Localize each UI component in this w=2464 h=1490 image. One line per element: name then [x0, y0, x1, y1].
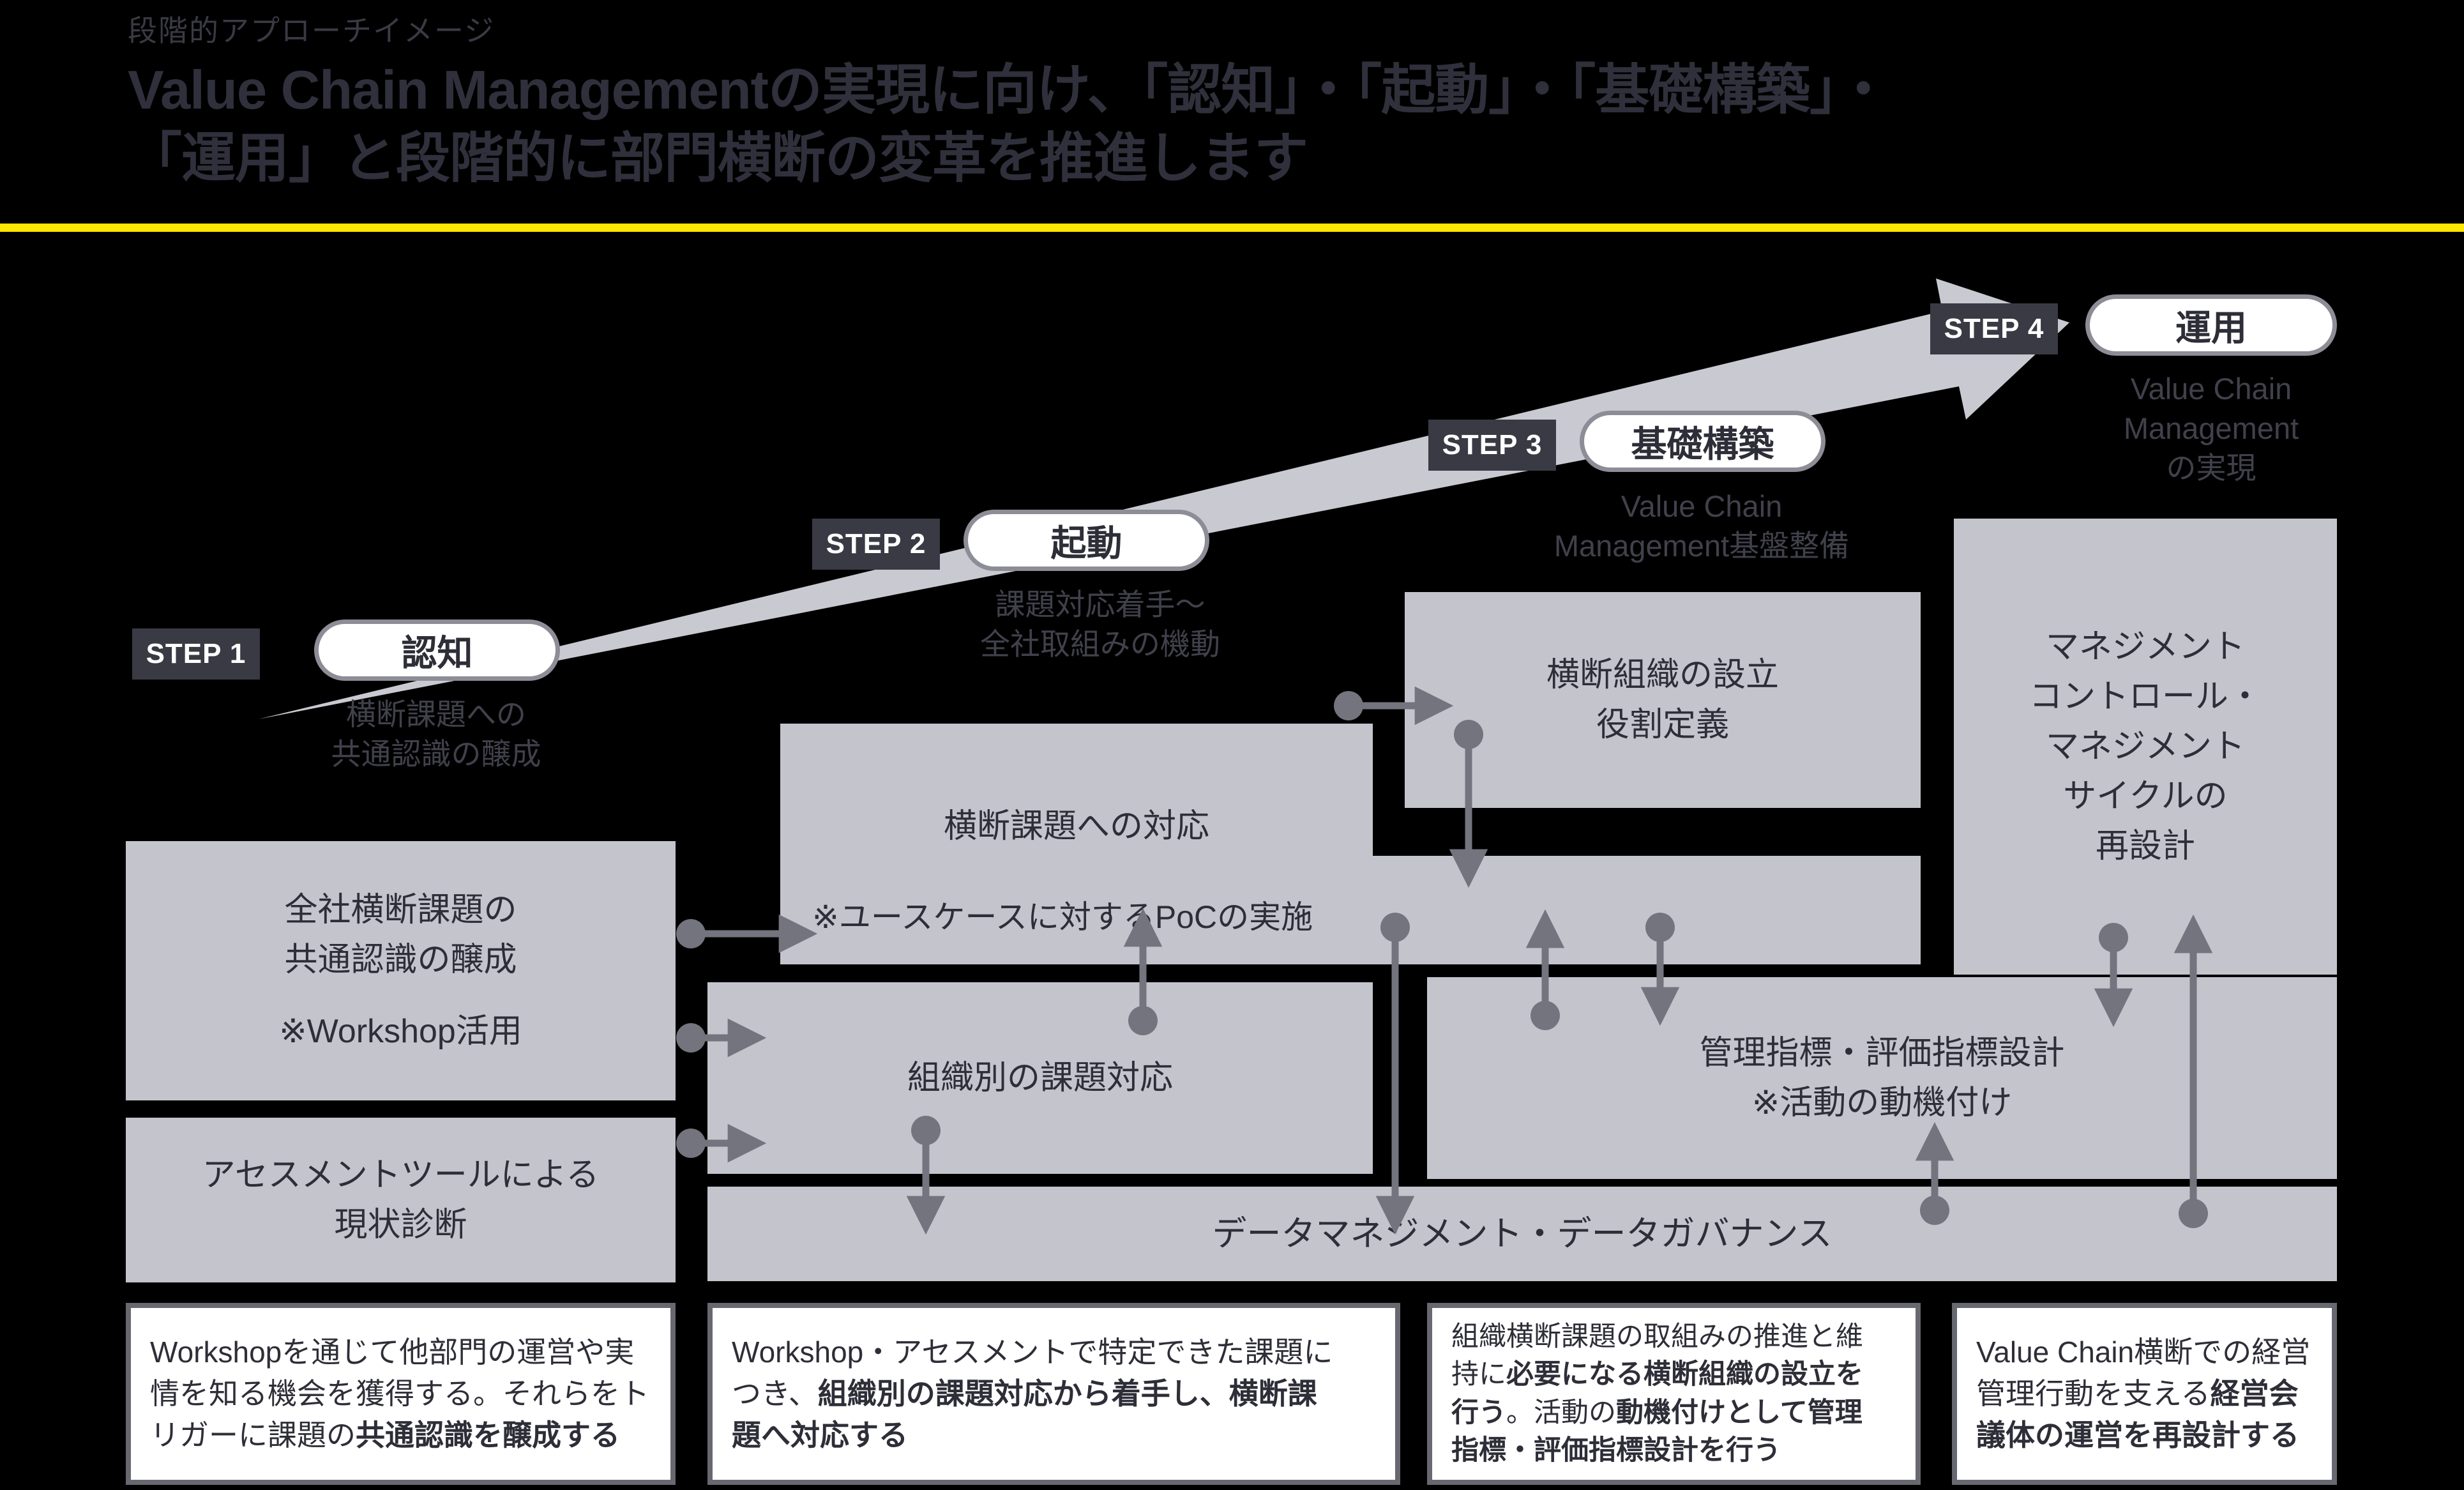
step2-caption: 課題対応着手～ 全社取組みの機動: [980, 588, 1220, 662]
footnote-step2-text: Workshop・アセスメントで特定できた課題に つき、: [732, 1335, 1333, 1410]
step4-caption: Value Chain Management の実現: [2123, 372, 2299, 485]
footnote-step3-text2: 。活動の: [1506, 1397, 1616, 1428]
box-company-wide-awareness-title: 全社横断課題の 共通認識の醸成: [284, 892, 517, 978]
box-cross-org-setup-title: 横断組織の設立 役割定義: [1546, 657, 1779, 743]
box-management-cycle: マネジメント コントロール・ マネジメント サイクルの 再設計: [1954, 519, 2337, 975]
box-data-governance-title: データマネジメント・データガバナンス: [1212, 1214, 1833, 1253]
footnote-step4-text: Value Chain横断での経営 管理行動を支える: [1976, 1335, 2311, 1410]
accent-divider: [0, 224, 2464, 232]
box-cross-issue-note: ※ユースケースに対するPoCの実施: [812, 899, 1313, 935]
step1-label: STEP 1: [132, 628, 260, 680]
footnote-step4: Value Chain横断での経営 管理行動を支える経営会 議体の運営を再設計す…: [1952, 1303, 2337, 1485]
box-cross-issue-title: 横断課題への対応: [943, 808, 1209, 845]
step2-pill: 起動: [964, 510, 1209, 571]
box-org-specific-issues-title: 組織別の課題対応: [907, 1060, 1173, 1097]
box-kpi-design-title: 管理指標・評価指標設計 ※活動の動機付け: [1699, 1035, 2065, 1121]
footnote-step3-bold1: 必要になる横断組織の設立を 行う: [1451, 1359, 1863, 1428]
box-assessment-tool-title: アセスメントツールによる 現状診断: [202, 1157, 600, 1243]
step3-pill: 基礎構築: [1580, 411, 1825, 472]
box-kpi-design: 管理指標・評価指標設計 ※活動の動機付け: [1427, 977, 2337, 1179]
box-cross-org-setup: 横断組織の設立 役割定義: [1405, 592, 1921, 808]
slide-eyebrow: 段階的アプローチイメージ: [128, 14, 495, 47]
slide-title: Value Chain Managementの実現に向け、「認知」・「起動」・「…: [128, 60, 1891, 190]
step4-pill: 運用: [2085, 294, 2337, 356]
footnote-step1-text: Workshopを通じて他部門の運営や実 情を知る機会を獲得する。それらをト リ…: [150, 1335, 649, 1452]
box-assessment-tool: アセスメントツールによる 現状診断: [126, 1118, 676, 1282]
box-company-wide-awareness-note: ※Workshop活用: [279, 1013, 522, 1050]
step2-label: STEP 2: [812, 519, 940, 570]
step1-pill: 認知: [314, 620, 560, 681]
footnote-step3-bold2: 動機付けとして管理 指標・評価指標設計を行う: [1451, 1397, 1863, 1466]
step3-caption: Value Chain Management基盤整備: [1553, 489, 1850, 563]
step1-caption: 横断課題への 共通認識の醸成: [331, 697, 541, 772]
box-cross-issue-extension: [780, 856, 1921, 964]
footnote-step2: Workshop・アセスメントで特定できた課題に つき、組織別の課題対応から着手…: [707, 1303, 1400, 1485]
step4-label: STEP 4: [1930, 303, 2058, 354]
footnote-step1-bold: 共通認識を醸成する: [356, 1418, 620, 1452]
box-org-specific-issues: 組織別の課題対応: [707, 982, 1373, 1174]
box-company-wide-awareness: 全社横断課題の 共通認識の醸成 ※Workshop活用: [126, 841, 676, 1100]
footnote-step4-bold: 経営会 議体の運営を再設計する: [1976, 1376, 2299, 1452]
box-management-cycle-title: マネジメント コントロール・ マネジメント サイクルの 再設計: [2029, 628, 2262, 865]
footnote-step1: Workshopを通じて他部門の運営や実 情を知る機会を獲得する。それらをト リ…: [126, 1303, 676, 1485]
step3-label: STEP 3: [1428, 420, 1556, 471]
footnote-step3-text1: 組織横断課題の取組みの推進と維 持に: [1451, 1321, 1863, 1390]
footnote-step2-bold: 組織別の課題対応から着手し、横断課 題へ対応する: [732, 1376, 1317, 1452]
box-data-governance: データマネジメント・データガバナンス: [707, 1187, 2337, 1281]
footnote-step3: 組織横断課題の取組みの推進と維 持に必要になる横断組織の設立を 行う。活動の動機…: [1427, 1303, 1921, 1485]
